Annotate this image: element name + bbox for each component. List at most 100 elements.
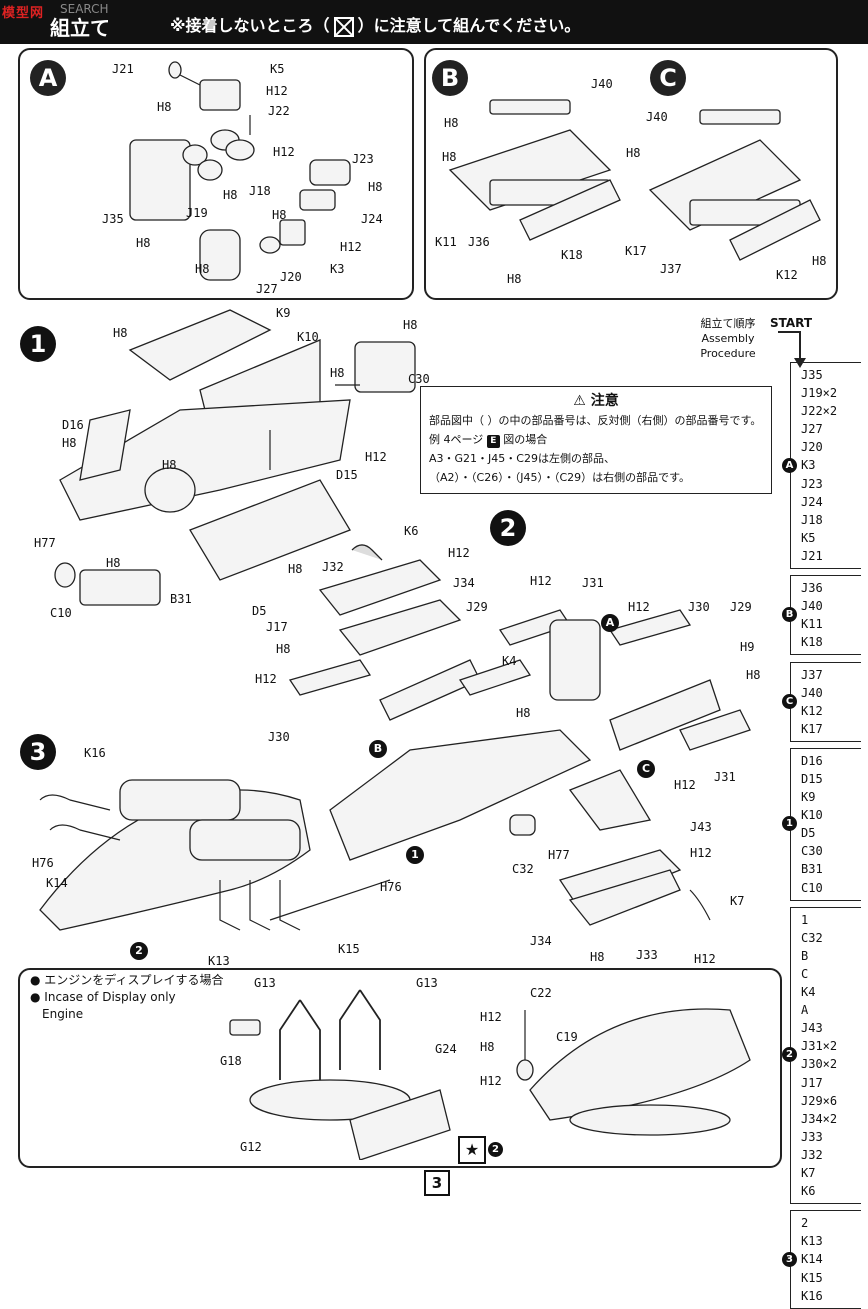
label-j32: J32 xyxy=(322,560,344,574)
procedure-item: J34×2 xyxy=(801,1111,838,1126)
site-logo: 模型网 xyxy=(2,6,45,21)
procedure-item: K17 xyxy=(801,721,823,736)
label-s1-h8-4: H8 xyxy=(62,436,77,450)
label-c-h8-2: H8 xyxy=(812,254,827,268)
caution-line-2: 例 4ページ E 図の場合 xyxy=(429,432,763,448)
procedure-item: D15 xyxy=(801,771,823,786)
procedure-item: J40 xyxy=(801,599,823,614)
label-g13-1: G13 xyxy=(254,976,276,990)
label-d-h8: H8 xyxy=(480,1040,495,1054)
label-d16: D16 xyxy=(62,418,84,432)
procedure-item: K6 xyxy=(801,1184,816,1199)
label-k14: K14 xyxy=(46,876,68,890)
label-j30-right: J30 xyxy=(688,600,710,614)
label-c30: C30 xyxy=(408,372,430,386)
step-1-marker: 1 xyxy=(20,326,56,362)
caution-box: ⚠ 注意 部品図中（ ）の中の部品番号は、反対側（右側）の部品番号です。 例 4… xyxy=(420,386,772,494)
label-s2-h12-5: H12 xyxy=(674,778,696,792)
procedure-item: 2 xyxy=(801,1216,809,1231)
label-j29-right: J29 xyxy=(730,600,752,614)
label-s2-h12-4: H12 xyxy=(255,672,277,686)
procedure-item: J43 xyxy=(801,1021,823,1036)
label-h77-s1: H77 xyxy=(34,536,56,550)
star-ref-marker: 2 xyxy=(488,1142,503,1157)
label-s2-h8-1: H8 xyxy=(276,642,291,656)
procedure-group-tag: 2 xyxy=(782,1047,797,1063)
procedure-item: J30×2 xyxy=(801,1057,838,1072)
label-c-k12: K12 xyxy=(776,268,798,282)
label-s1-h8-3: H8 xyxy=(330,366,345,380)
label-j17: J17 xyxy=(266,620,288,634)
label-b-j36: J36 xyxy=(468,235,490,249)
caution-title-text: 注意 xyxy=(590,393,619,409)
procedure-item: J33 xyxy=(801,1129,823,1144)
procedure-item: K13 xyxy=(801,1234,823,1249)
label-c22: C22 xyxy=(530,986,552,1000)
procedure-group-tag: A xyxy=(782,457,797,473)
panel-a-label: A xyxy=(30,60,66,96)
procedure-item: C10 xyxy=(801,880,823,895)
label-g12: G12 xyxy=(240,1140,262,1154)
procedure-item: J35 xyxy=(801,368,823,382)
label-h12-a1: H12 xyxy=(266,84,288,98)
label-h76-1: H76 xyxy=(32,856,54,870)
procedure-item: 1 xyxy=(801,912,809,927)
label-s1-h8-2: H8 xyxy=(403,318,418,332)
label-s2-h8-2: H8 xyxy=(746,668,761,682)
label-h8-a1: H8 xyxy=(157,100,172,114)
panel-b-label: B xyxy=(432,60,468,96)
header-note-end: ）に注意して組んでください。 xyxy=(357,16,581,35)
procedure-item: J22×2 xyxy=(801,404,838,419)
label-j29-left: J29 xyxy=(466,600,488,614)
label-h8-a6: H8 xyxy=(195,262,210,276)
procedure-item: K14 xyxy=(801,1252,823,1267)
procedure-item: B31 xyxy=(801,862,823,877)
label-g13-2: G13 xyxy=(416,976,438,990)
label-j22: J22 xyxy=(268,104,290,118)
label-k7: K7 xyxy=(730,894,745,908)
caution-line-1: 部品図中（ ）の中の部品番号は、反対側（右側）の部品番号です。 xyxy=(429,414,762,427)
label-c-j40: J40 xyxy=(646,110,668,124)
marker-1-ref: 1 xyxy=(406,846,424,864)
site-logo-sub: SEARCH xyxy=(60,2,109,16)
procedure-item: A xyxy=(801,1003,809,1018)
label-k10: K10 xyxy=(297,330,319,344)
label-k6: K6 xyxy=(404,524,419,538)
label-j34-bottom: J34 xyxy=(530,934,552,948)
panel-bc-drawing xyxy=(448,99,821,261)
display-note-jp: ● エンジンをディスプレイする場合 xyxy=(30,973,224,987)
caution-tag-e: E xyxy=(486,435,500,448)
panel-bc xyxy=(424,48,838,300)
procedure-item: C32 xyxy=(801,930,823,945)
procedure-item: J36 xyxy=(801,581,823,596)
caution-line-2-end: 図の場合 xyxy=(503,433,548,446)
label-d15: D15 xyxy=(336,468,358,482)
label-b31: B31 xyxy=(170,592,192,606)
procedure-jp: 組立て順序 xyxy=(700,317,756,330)
label-j27: J27 xyxy=(256,282,278,296)
display-note-en: ● Incase of Display only xyxy=(30,990,176,1004)
label-b-k18: K18 xyxy=(561,248,583,262)
label-j20: J20 xyxy=(280,270,302,284)
step-2-marker: 2 xyxy=(490,510,526,546)
label-j31-right: J31 xyxy=(714,770,736,784)
label-c19: C19 xyxy=(556,1030,578,1044)
procedure-item: J21 xyxy=(801,548,823,563)
label-j18: J18 xyxy=(249,184,271,198)
label-b-h8-3: H8 xyxy=(507,272,522,286)
step-1-drawing xyxy=(54,309,416,606)
procedure-item: J20 xyxy=(801,440,823,455)
procedure-item: C30 xyxy=(801,844,823,859)
display-note-jp-text: エンジンをディスプレイする場合 xyxy=(44,973,224,987)
label-j35: J35 xyxy=(102,212,124,226)
procedure-item: K18 xyxy=(801,635,823,650)
label-j24: J24 xyxy=(361,212,383,226)
label-j33: J33 xyxy=(636,948,658,962)
procedure-item: J19×2 xyxy=(801,386,838,401)
header-bar xyxy=(0,0,868,44)
label-h9: H9 xyxy=(740,640,755,654)
label-b-h8-1: H8 xyxy=(444,116,459,130)
page-number: 3 xyxy=(424,1170,450,1196)
